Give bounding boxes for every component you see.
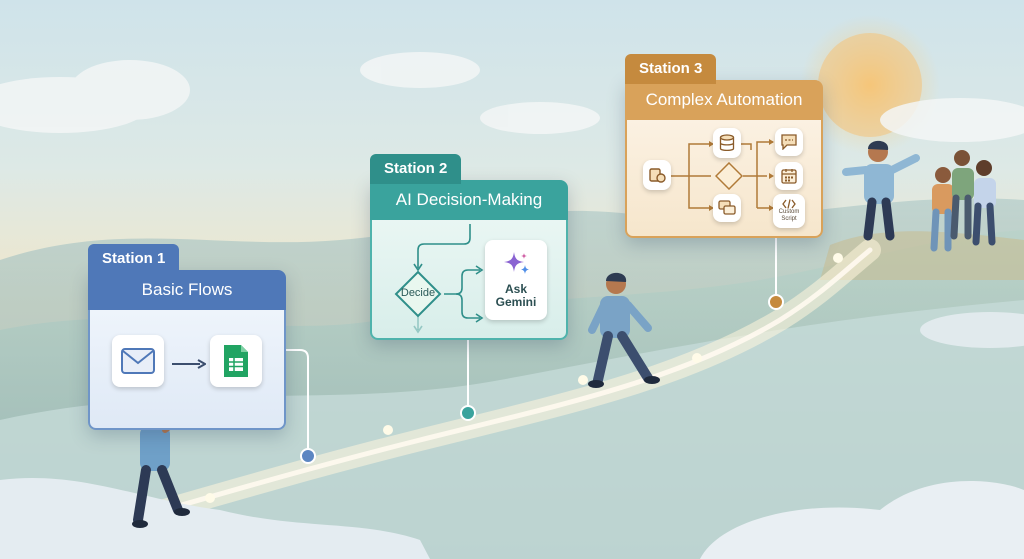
station-3-title: Complex Automation bbox=[625, 80, 823, 120]
decision-diamond-icon bbox=[394, 270, 442, 318]
cloud-right bbox=[920, 312, 1024, 348]
sheets-icon bbox=[210, 335, 262, 387]
path-dots bbox=[205, 253, 843, 503]
decide-label: Decide bbox=[400, 287, 436, 299]
trigger-icon bbox=[643, 160, 671, 190]
station-3-tab: Station 3 bbox=[625, 54, 717, 84]
arrow-right-icon bbox=[172, 356, 208, 374]
automation-flow-lines bbox=[671, 139, 774, 211]
sparkle-icon bbox=[504, 252, 529, 274]
gemini-label: Gemini bbox=[495, 295, 537, 309]
custom-label: Custom bbox=[778, 209, 800, 215]
station-1-card: Station 1 Basic Flows bbox=[88, 244, 286, 430]
chat-icon bbox=[775, 128, 803, 156]
station-3-card: Station 3 Complex Automation bbox=[625, 54, 823, 238]
connector-1 bbox=[286, 349, 309, 456]
clouds-top bbox=[0, 52, 1024, 142]
calendar-icon bbox=[775, 162, 803, 190]
station-1-marker bbox=[300, 448, 316, 464]
station-1-title: Basic Flows bbox=[88, 270, 286, 310]
person-walking bbox=[588, 272, 660, 388]
station-1-body bbox=[88, 310, 286, 430]
decision-flow-lines bbox=[413, 224, 484, 334]
message-icon bbox=[713, 194, 741, 222]
people-group-summit bbox=[842, 140, 996, 252]
station-1-tab: Station 1 bbox=[88, 244, 180, 274]
decision-diamond-icon-3 bbox=[714, 161, 744, 195]
ask-label: Ask bbox=[504, 282, 527, 296]
mist-right bbox=[700, 481, 1024, 559]
journey-path bbox=[57, 247, 873, 543]
station-3-marker bbox=[768, 294, 784, 310]
station-2-tab: Station 2 bbox=[370, 154, 462, 184]
mail-icon bbox=[112, 335, 164, 387]
mist-left bbox=[0, 477, 430, 559]
script-label: Script bbox=[781, 216, 797, 222]
database-icon bbox=[713, 128, 741, 158]
code-icon: Custom Script bbox=[773, 194, 805, 228]
ask-gemini-tile: Ask Gemini bbox=[485, 240, 547, 320]
station-2-body: Decide Ask Gemini bbox=[370, 220, 568, 340]
station-2-card: Station 2 AI Decision-Making Decide bbox=[370, 154, 568, 340]
station-2-marker bbox=[460, 405, 476, 421]
station-2-title: AI Decision-Making bbox=[370, 180, 568, 220]
station-3-body: Custom Script bbox=[625, 120, 823, 238]
